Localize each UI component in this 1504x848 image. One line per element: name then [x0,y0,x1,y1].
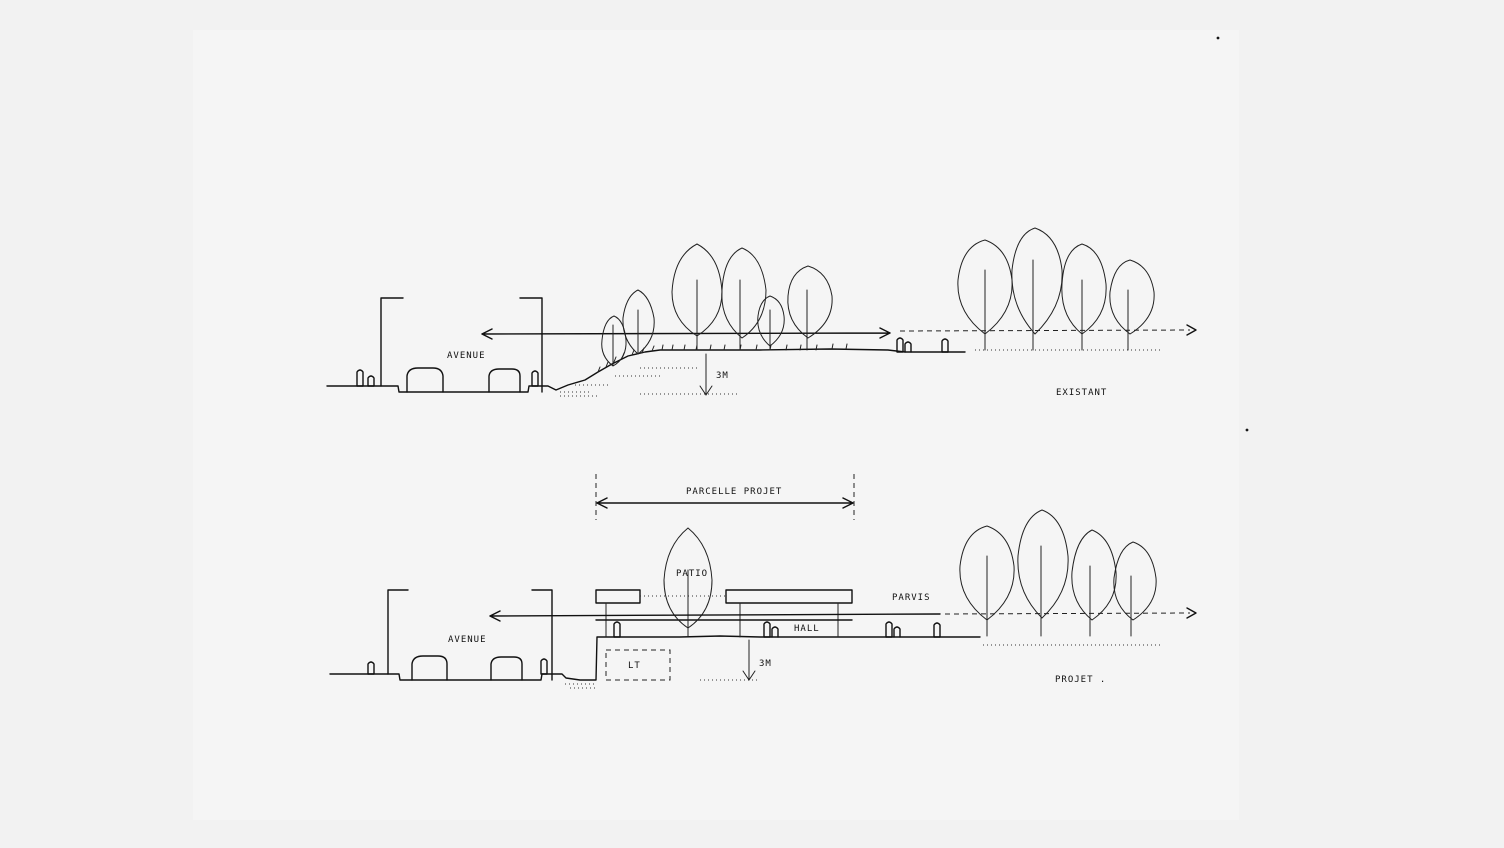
section-existant: AVENUE 3M EXISTANT [326,227,1197,398]
grass-texture [597,343,848,373]
ground-line-existant [326,348,966,393]
label-hall: HALL [794,624,820,634]
lamp-post-right-projet [531,589,553,681]
view-line-existant [481,327,891,340]
view-line-extension-existant [899,329,1191,332]
label-parcelle: PARCELLE PROJET [686,487,782,497]
ground-line-projet [329,635,981,681]
lamp-post-right [519,297,543,393]
tree-6 [787,265,833,351]
car-left-projet [411,655,448,681]
paper-sheet [193,30,1239,820]
tree-group-bank [601,243,833,367]
label-height-top: 3M [716,371,729,381]
tree-group-existing [957,227,1155,351]
pedestrian-1 [356,369,364,387]
pedestrian-7 [540,658,548,675]
car-left [406,367,444,393]
pedestrian-5 [941,338,949,353]
soil-hatch-existant [560,349,1160,397]
pedestrian-6 [367,661,375,675]
pedestrian-9 [763,621,779,638]
tree-9 [1061,243,1107,351]
tree-3 [671,243,723,351]
lamp-post-left [380,297,404,387]
paper-speck [1245,428,1249,432]
pedestrian-2 [367,375,375,387]
pedestrian-11 [933,622,941,638]
tree-4 [721,247,767,351]
pedestrian-4 [896,337,912,353]
tree-5 [757,295,785,351]
label-existant: EXISTANT [1056,388,1107,398]
car-right [488,368,521,393]
label-avenue-top: AVENUE [447,351,486,361]
tree-11 [959,525,1015,637]
label-projet: PROJET . [1055,675,1106,685]
tree-14 [1113,541,1157,637]
height-marker-projet [742,639,756,681]
parcelle-dimension [596,497,854,509]
view-arrow-head-existant [1186,324,1197,336]
soil-hatch-projet [565,644,1160,689]
building-slab-right [725,589,853,604]
section-projet: PARCELLE PROJET PATIO PARVIS AVENUE HALL… [329,474,1197,689]
basement-lt [605,649,671,681]
car-right-projet [490,656,523,681]
label-avenue-bottom: AVENUE [448,635,487,645]
paper-speck [1216,36,1220,40]
tree-10 [1109,259,1155,351]
label-parvis: PARVIS [892,593,931,603]
lamp-post-left-projet [387,589,409,675]
building-slab-left [595,589,641,604]
tree-patio [663,527,713,637]
tree-12 [1017,509,1069,637]
tree-13 [1071,529,1117,637]
tree-7 [957,239,1013,351]
tree-2 [622,289,655,355]
pedestrian-3 [531,370,539,387]
height-marker-existant [699,353,713,396]
label-height-bottom: 3M [759,659,772,669]
pedestrian-10 [885,621,901,638]
tree-group-projet [959,509,1157,637]
view-line-projet [489,610,941,622]
pedestrian-8 [613,621,621,638]
label-patio: PATIO [676,569,708,579]
label-lt: LT [628,661,641,671]
view-arrow-head-projet [1186,607,1197,619]
view-line-extension-projet [944,612,1191,615]
tree-1 [601,315,627,367]
tree-8 [1011,227,1063,351]
